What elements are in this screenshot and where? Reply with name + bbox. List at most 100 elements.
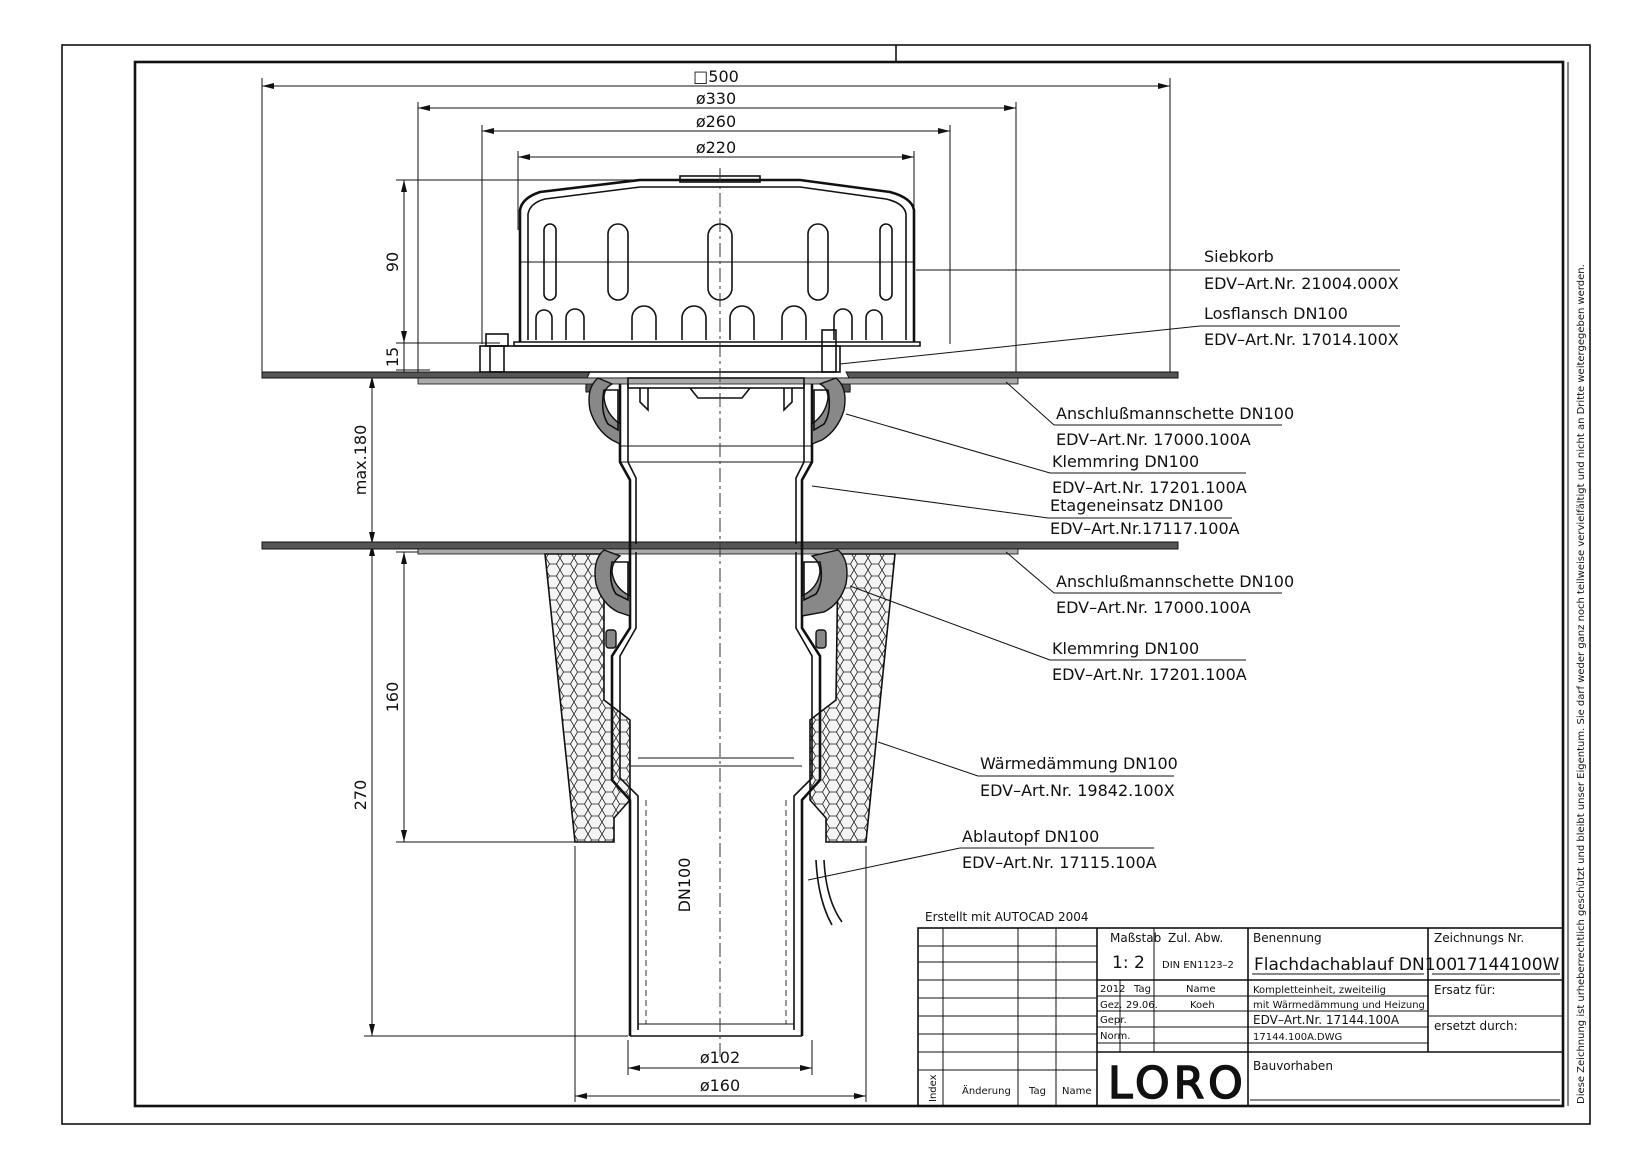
dim-d102: ø102 — [627, 1040, 813, 1075]
svg-text:Siebkorb: Siebkorb — [1204, 247, 1274, 266]
part-label-klemmring-lower: Klemmring DN100 EDV–Art.Nr. 17201.100A — [849, 585, 1247, 684]
part-label-losflansch: Losflansch DN100 EDV–Art.Nr. 17014.100X — [839, 304, 1400, 365]
svg-text:Norm.: Norm. — [1100, 1031, 1130, 1042]
svg-text:ø260: ø260 — [696, 112, 736, 131]
svg-text:LORO: LORO — [1108, 1058, 1247, 1109]
svg-text:Ablautopf DN100: Ablautopf DN100 — [962, 827, 1099, 846]
svg-text:ø220: ø220 — [696, 138, 736, 157]
svg-text:Zeichnungs Nr.: Zeichnungs Nr. — [1434, 931, 1524, 945]
svg-text:Maßstab: Maßstab — [1110, 931, 1161, 945]
svg-text:Benennung: Benennung — [1253, 931, 1322, 945]
svg-text:17144100W: 17144100W — [1456, 955, 1560, 975]
svg-text:Anschlußmannschette DN100: Anschlußmannschette DN100 — [1056, 404, 1294, 423]
part-label-siebkorb: Siebkorb EDV–Art.Nr. 21004.000X — [916, 247, 1400, 293]
dim-d160: ø160 — [574, 846, 867, 1102]
part-label-waermedaemmung: Wärmedämmung DN100 EDV–Art.Nr. 19842.100… — [877, 741, 1178, 800]
svg-text:EDV–Art.Nr. 17115.100A: EDV–Art.Nr. 17115.100A — [962, 853, 1157, 872]
svg-text:Name: Name — [1186, 984, 1216, 995]
svg-text:17144.100A.DWG: 17144.100A.DWG — [1253, 1032, 1342, 1043]
svg-text:□500: □500 — [693, 67, 739, 86]
svg-text:Losflansch DN100: Losflansch DN100 — [1204, 304, 1348, 323]
svg-text:Tag: Tag — [1028, 1086, 1046, 1097]
lower-collar-right — [801, 549, 848, 617]
dn100-pipe-label: DN100 — [675, 858, 694, 913]
svg-text:ø330: ø330 — [696, 89, 736, 108]
svg-text:Gepr.: Gepr. — [1100, 1015, 1127, 1026]
upper-clamp-right — [813, 389, 831, 432]
dim-d330: ø330 — [417, 89, 1017, 376]
upper-membrane-pad — [417, 377, 1019, 385]
svg-text:Name: Name — [1062, 1086, 1092, 1097]
svg-text:Koeh: Koeh — [1190, 1000, 1215, 1011]
svg-text:Kompletteinheit, zweiteilig: Kompletteinheit, zweiteilig — [1253, 985, 1386, 996]
dim-max180: max.180 — [351, 376, 375, 544]
part-label-ablautopf: Ablautopf DN100 EDV–Art.Nr. 17115.100A — [807, 827, 1157, 881]
svg-text:29.06.: 29.06. — [1126, 1000, 1158, 1011]
svg-text:Wärmedämmung DN100: Wärmedämmung DN100 — [980, 754, 1178, 773]
svg-text:Bauvorhaben: Bauvorhaben — [1253, 1059, 1333, 1073]
o-ring-left — [605, 629, 617, 649]
svg-text:DIN EN1123–2: DIN EN1123–2 — [1162, 960, 1234, 971]
dim-square-500: □500 — [261, 67, 1171, 376]
title-block: Erstellt mit AUTOCAD 2004 Index Änderung… — [917, 910, 1564, 1110]
svg-text:Klemmring DN100: Klemmring DN100 — [1052, 452, 1199, 471]
outer-border — [61, 44, 1591, 1125]
inner-frame — [133, 60, 1565, 1108]
copyright-side-note: Diese Zeichnung ist urheberrechtlich ges… — [1576, 264, 1587, 1104]
o-ring-right — [815, 629, 827, 649]
upper-clamp-left — [601, 389, 619, 432]
lower-collar-left — [594, 549, 631, 617]
svg-text:1: 2: 1: 2 — [1112, 953, 1145, 973]
part-label-anschluss-upper: Anschlußmannschette DN100 EDV–Art.Nr. 17… — [1005, 381, 1294, 449]
ablautopf-pipe: DN100 — [610, 544, 843, 1037]
part-label-etageneinsatz: Etageneinsatz DN100 EDV–Art.Nr.17117.100… — [811, 485, 1240, 538]
svg-text:EDV–Art.Nr. 19842.100X: EDV–Art.Nr. 19842.100X — [980, 781, 1175, 800]
lower-membrane-pad — [417, 548, 1019, 555]
svg-text:Anschlußmannschette DN100: Anschlußmannschette DN100 — [1056, 572, 1294, 591]
siebkorb-strainer — [513, 175, 921, 347]
svg-text:270: 270 — [351, 780, 370, 811]
etageneinsatz-upper-pipe — [618, 377, 814, 544]
svg-text:Tag: Tag — [1133, 984, 1151, 995]
dim-d260: ø260 — [481, 112, 951, 344]
dim-h160: 160 — [383, 551, 575, 843]
svg-text:EDV–Art.Nr. 17144.100A: EDV–Art.Nr. 17144.100A — [1253, 1013, 1400, 1027]
loro-logo: LORO — [1107, 1057, 1247, 1110]
svg-text:160: 160 — [383, 682, 402, 713]
part-label-klemmring-upper: Klemmring DN100 EDV–Art.Nr. 17201.100A — [845, 413, 1247, 497]
dim-h270: 270 — [351, 544, 628, 1037]
svg-text:ø160: ø160 — [700, 1076, 740, 1095]
dim-d220: ø220 — [517, 138, 915, 230]
svg-text:ø102: ø102 — [700, 1048, 740, 1067]
svg-text:2012: 2012 — [1100, 984, 1125, 995]
svg-text:Ersatz für:: Ersatz für: — [1434, 983, 1496, 997]
svg-text:EDV–Art.Nr. 21004.000X: EDV–Art.Nr. 21004.000X — [1204, 274, 1399, 293]
svg-text:EDV–Art.Nr. 17000.100A: EDV–Art.Nr. 17000.100A — [1056, 430, 1251, 449]
svg-text:mit Wärmedämmung und Heizung: mit Wärmedämmung und Heizung — [1253, 1000, 1425, 1011]
svg-text:EDV–Art.Nr. 17000.100A: EDV–Art.Nr. 17000.100A — [1056, 598, 1251, 617]
dim-h15: 15 — [383, 343, 430, 376]
svg-text:Erstellt mit AUTOCAD 2004: Erstellt mit AUTOCAD 2004 — [925, 910, 1089, 924]
svg-text:Klemmring DN100: Klemmring DN100 — [1052, 639, 1199, 658]
svg-text:EDV–Art.Nr. 17201.100A: EDV–Art.Nr. 17201.100A — [1052, 478, 1247, 497]
svg-text:max.180: max.180 — [351, 425, 370, 495]
svg-text:90: 90 — [383, 252, 402, 272]
lower-clamp-left — [609, 561, 629, 602]
svg-text:Index: Index — [928, 1074, 939, 1102]
svg-text:15: 15 — [383, 347, 402, 367]
svg-text:Änderung: Änderung — [962, 1084, 1011, 1097]
svg-text:Gez.: Gez. — [1100, 1000, 1122, 1011]
svg-text:Etageneinsatz DN100: Etageneinsatz DN100 — [1050, 496, 1223, 515]
svg-text:EDV–Art.Nr. 17201.100A: EDV–Art.Nr. 17201.100A — [1052, 665, 1247, 684]
upper-collar-left — [588, 377, 621, 446]
waermedaemmung-right — [809, 553, 896, 843]
losflansch-flange — [479, 329, 841, 373]
lower-clamp-right — [803, 561, 823, 602]
svg-text:Flachdachablauf DN100: Flachdachablauf DN100 — [1254, 955, 1457, 975]
svg-text:ersetzt durch:: ersetzt durch: — [1434, 1019, 1518, 1033]
svg-text:EDV–Art.Nr. 17014.100X: EDV–Art.Nr. 17014.100X — [1204, 330, 1399, 349]
part-label-anschluss-lower: Anschlußmannschette DN100 EDV–Art.Nr. 17… — [1005, 551, 1294, 617]
svg-text:EDV–Art.Nr.17117.100A: EDV–Art.Nr.17117.100A — [1050, 519, 1240, 538]
svg-text:Zul. Abw.: Zul. Abw. — [1168, 931, 1223, 945]
